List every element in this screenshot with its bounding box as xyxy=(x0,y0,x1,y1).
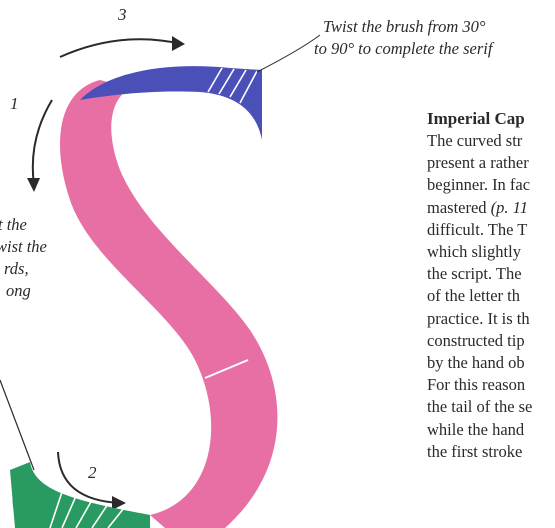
body-line: present a rather xyxy=(427,152,555,174)
pointer-line xyxy=(0,380,34,470)
stroke-number-2: 2 xyxy=(88,464,97,481)
body-line: while the hand xyxy=(427,419,555,441)
serif-caption-line-2: to 90° to complete the serif xyxy=(314,38,492,60)
body-line: For this reason xyxy=(427,374,555,396)
left-caption-line-1: t the xyxy=(0,214,58,236)
imperial-capitals-section: Imperial Cap The curved str present a ra… xyxy=(427,108,555,463)
left-caption-clipped: t the wist the rds, ong xyxy=(0,214,58,304)
left-caption-line-2: wist the xyxy=(0,236,58,258)
serif-caption-line-1: Twist the brush from 30° xyxy=(323,16,485,38)
page-reference: (p. 11 xyxy=(491,198,528,217)
body-line-with-reference: mastered (p. 11 xyxy=(427,197,555,219)
body-line: practice. It is th xyxy=(427,308,555,330)
body-line: beginner. In fac xyxy=(427,174,555,196)
body-text: mastered xyxy=(427,198,491,217)
body-line: by the hand ob xyxy=(427,352,555,374)
body-line: of the letter th xyxy=(427,285,555,307)
stroke-1-arrow xyxy=(33,100,52,185)
stroke-3-arrow xyxy=(60,39,182,57)
section-title: Imperial Cap xyxy=(427,108,555,130)
body-line: The curved str xyxy=(427,130,555,152)
body-line: constructed tip xyxy=(427,330,555,352)
stroke-number-3: 3 xyxy=(118,6,127,23)
body-line: the tail of the se xyxy=(427,396,555,418)
stroke-1-arrowhead xyxy=(27,178,40,192)
body-line: the first stroke xyxy=(427,441,555,463)
body-line: the script. The xyxy=(427,263,555,285)
stroke-3-arrowhead xyxy=(172,36,185,51)
caption-leader-line xyxy=(257,35,320,72)
body-line: which slightly xyxy=(427,241,555,263)
left-caption-line-3: rds, xyxy=(0,258,58,280)
stroke-number-1: 1 xyxy=(10,95,19,112)
body-line: difficult. The T xyxy=(427,219,555,241)
left-caption-line-4: ong xyxy=(0,280,58,302)
pink-main-stroke xyxy=(60,80,277,528)
